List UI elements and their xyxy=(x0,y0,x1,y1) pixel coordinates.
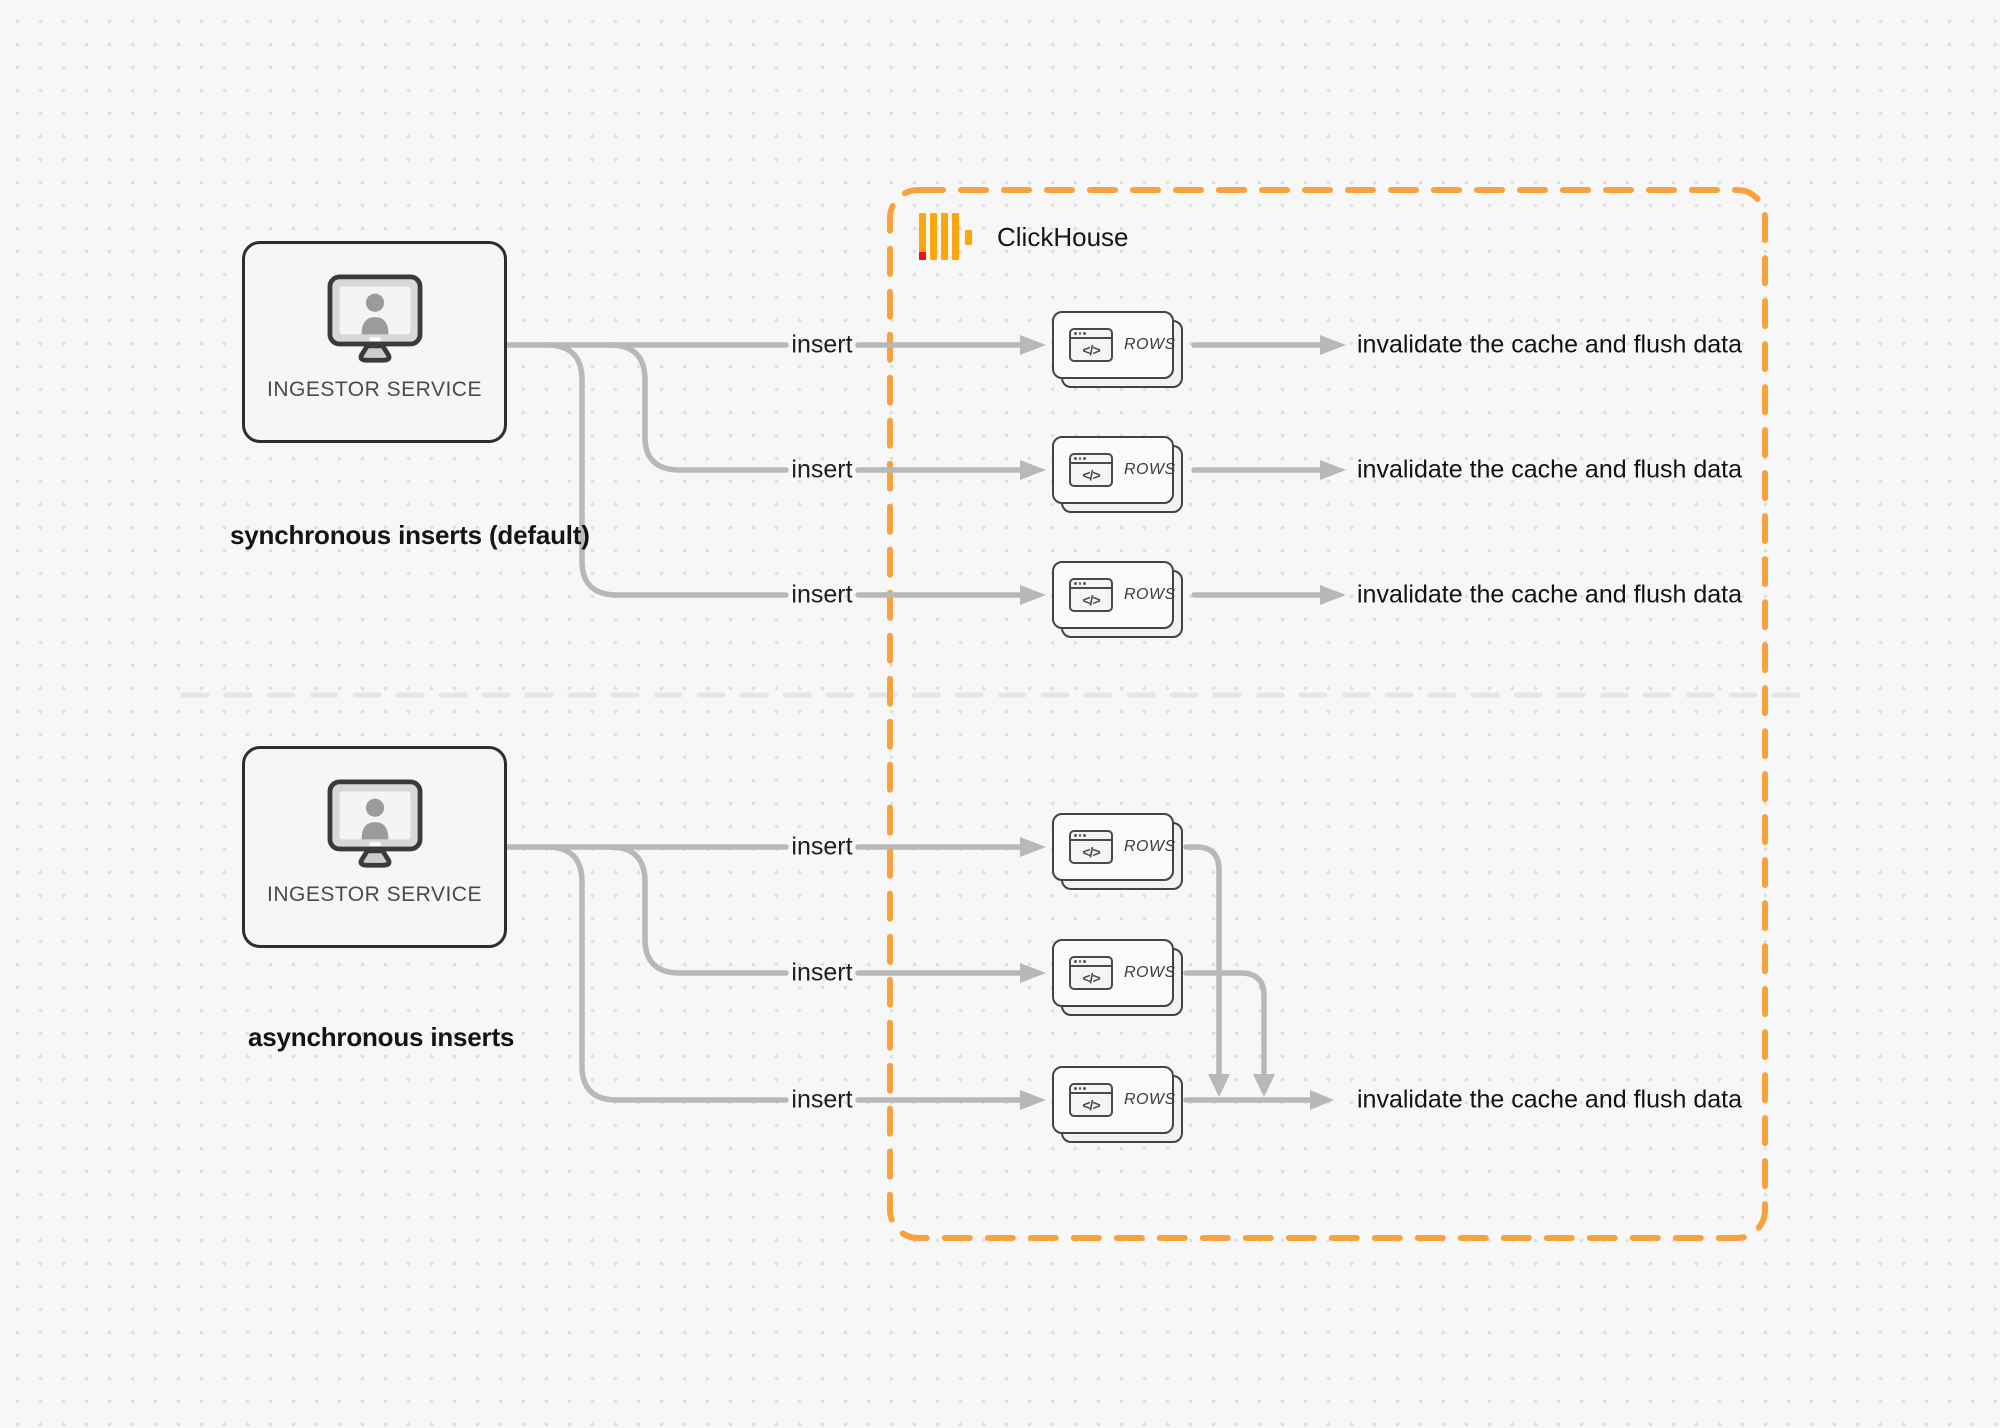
rows-label: ROWS xyxy=(1124,586,1176,603)
sync-branch-lines xyxy=(504,342,789,598)
monitor-user-icon xyxy=(327,274,422,363)
async-section-caption: asynchronous inserts xyxy=(248,1022,515,1052)
rows-card: </> ROWS xyxy=(1052,1066,1183,1143)
rows-label: ROWS xyxy=(1124,1091,1176,1108)
rows-card: </> ROWS xyxy=(1052,436,1183,513)
clickhouse-logo-icon xyxy=(919,213,972,260)
insert-label: insert xyxy=(791,455,853,484)
ingestor-service-label: INGESTOR SERVICE xyxy=(267,883,482,906)
rows-label: ROWS xyxy=(1124,838,1176,855)
clickhouse-brand: ClickHouse xyxy=(919,213,1129,261)
rows-card: </> ROWS xyxy=(1052,813,1183,890)
code-window-icon: </> xyxy=(1069,328,1113,362)
async-insert-arrows xyxy=(855,837,1046,1110)
rows-card: </> ROWS xyxy=(1052,311,1183,388)
rows-card-front: </> ROWS xyxy=(1052,813,1176,881)
rows-label: ROWS xyxy=(1124,461,1176,478)
rows-label: ROWS xyxy=(1124,964,1176,981)
ingestor-service-label: INGESTOR SERVICE xyxy=(267,378,482,401)
sync-section-caption: synchronous inserts (default) xyxy=(230,520,590,550)
code-window-icon: </> xyxy=(1069,830,1113,864)
rows-card-front: </> ROWS xyxy=(1052,311,1176,379)
result-label: invalidate the cache and flush data xyxy=(1357,330,1742,359)
insert-label: insert xyxy=(791,1085,853,1114)
rows-card-front: </> ROWS xyxy=(1052,561,1176,629)
rows-label: ROWS xyxy=(1124,336,1176,353)
ingestor-box-sync: INGESTOR SERVICE xyxy=(242,241,507,443)
insert-label: insert xyxy=(791,958,853,987)
async-merge-arrows xyxy=(1183,844,1334,1110)
code-window-icon: </> xyxy=(1069,578,1113,612)
async-branch-lines xyxy=(504,844,789,1103)
sync-insert-arrows xyxy=(855,335,1046,605)
sync-result-arrows xyxy=(1191,335,1346,605)
rows-card: </> ROWS xyxy=(1052,561,1183,638)
rows-card: </> ROWS xyxy=(1052,939,1183,1016)
code-window-icon: </> xyxy=(1069,956,1113,990)
result-label: invalidate the cache and flush data xyxy=(1357,580,1742,609)
insert-label: insert xyxy=(791,330,853,359)
clickhouse-boundary-box xyxy=(887,187,1768,1241)
code-window-icon: </> xyxy=(1069,453,1113,487)
code-window-icon: </> xyxy=(1069,1083,1113,1117)
result-label: invalidate the cache and flush data xyxy=(1357,455,1742,484)
ingestor-box-async: INGESTOR SERVICE xyxy=(242,746,507,948)
rows-card-front: </> ROWS xyxy=(1052,436,1176,504)
clickhouse-label: ClickHouse xyxy=(997,221,1129,252)
insert-label: insert xyxy=(791,832,853,861)
rows-card-front: </> ROWS xyxy=(1052,939,1176,1007)
monitor-user-icon xyxy=(327,779,422,868)
rows-card-front: </> ROWS xyxy=(1052,1066,1176,1134)
insert-label: insert xyxy=(791,580,853,609)
result-label: invalidate the cache and flush data xyxy=(1357,1085,1742,1114)
